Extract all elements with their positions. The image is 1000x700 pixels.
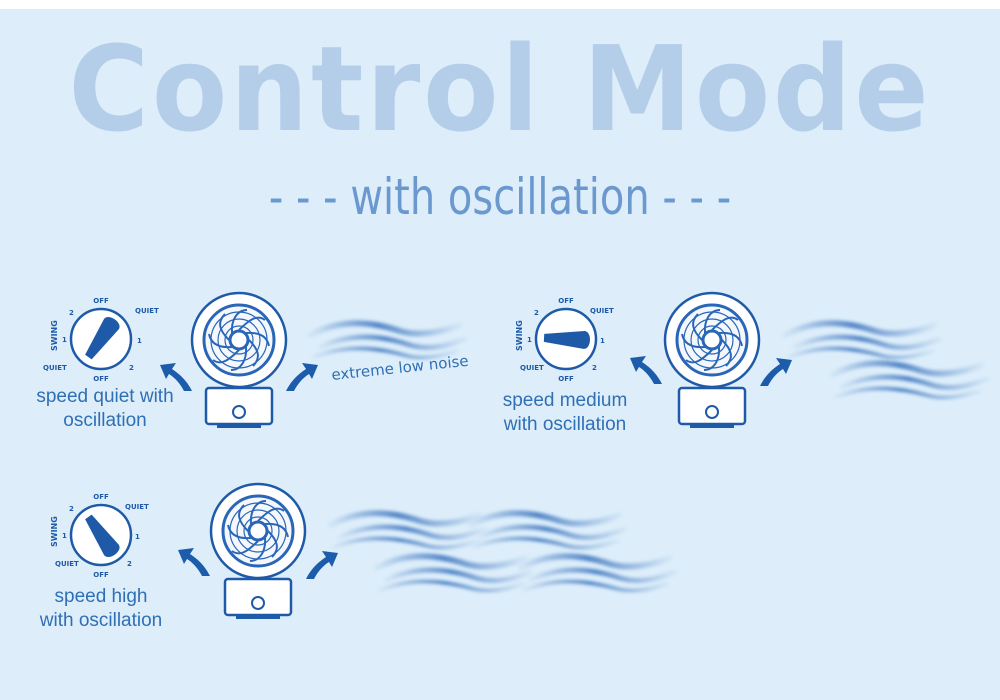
dial-pointer <box>85 317 120 360</box>
dial-label-off-bottom: OFF <box>93 375 109 383</box>
dial-label-1-left: 1 <box>62 336 67 344</box>
wind-streak-icon <box>785 323 940 357</box>
desk-fan-icon <box>209 482 307 621</box>
caption-line: speed medium <box>502 390 628 411</box>
wind-streak-icon <box>310 323 465 357</box>
caption-medium: speed medium with oscillation <box>470 389 660 437</box>
caption-line: with oscillation <box>39 610 163 631</box>
oscillate-right-arrow-icon <box>306 551 338 579</box>
wind-streak-icon <box>520 556 675 590</box>
oscillate-left-arrow-icon <box>178 548 210 576</box>
dial-pointer <box>543 330 590 349</box>
page-title: Control Mode <box>68 20 932 158</box>
speed-dial-quiet: OFF QUIET 2 1 1 2 OFF QUIET SWING <box>43 297 159 383</box>
dial-label-off-bottom: OFF <box>558 375 574 383</box>
desk-fan-icon <box>190 291 288 430</box>
dial-label-2-right: 2 <box>129 364 134 372</box>
dial-label-1-right: 1 <box>137 337 142 345</box>
dial-label-2-left: 2 <box>69 505 74 513</box>
dial-label-off-top: OFF <box>93 493 109 501</box>
speed-dial-medium: OFF QUIET 2 1 1 2 OFF QUIET SWING <box>515 297 614 383</box>
mode-high: OFF QUIET 2 1 1 2 OFF QUIET SWING <box>50 482 675 621</box>
oscillate-left-arrow-icon <box>630 356 662 384</box>
dial-pointer <box>85 514 120 557</box>
page-subtitle: - - - with oscillation - - - <box>268 168 732 226</box>
low-noise-note: extreme low noise <box>331 352 470 384</box>
oscillate-right-arrow-icon <box>760 358 792 386</box>
dial-label-quiet-top: QUIET <box>125 503 149 511</box>
dial-label-2-left: 2 <box>69 309 74 317</box>
dial-label-swing: SWING <box>515 320 524 351</box>
dial-label-2-right: 2 <box>127 560 132 568</box>
dial-label-quiet-bottom: QUIET <box>520 364 544 372</box>
dial-label-swing: SWING <box>50 516 59 547</box>
top-border <box>0 0 1000 9</box>
mode-medium: OFF QUIET 2 1 1 2 OFF QUIET SWING <box>515 291 987 430</box>
dial-label-1-right: 1 <box>135 533 140 541</box>
wind-streak-icon <box>376 556 531 590</box>
dial-label-quiet-bottom: QUIET <box>43 364 67 372</box>
dial-label-1-right: 1 <box>600 337 605 345</box>
caption-quiet: speed quiet with oscillation <box>10 385 200 433</box>
dial-label-swing: SWING <box>50 320 59 351</box>
dial-label-quiet-top: QUIET <box>590 307 614 315</box>
oscillate-right-arrow-icon <box>286 363 318 391</box>
speed-dial-high: OFF QUIET 2 1 1 2 OFF QUIET SWING <box>50 493 149 579</box>
wind-streak-icon <box>330 513 485 547</box>
dial-label-1-left: 1 <box>527 336 532 344</box>
dial-label-off-bottom: OFF <box>93 571 109 579</box>
caption-line: speed quiet with <box>36 386 174 407</box>
caption-line: oscillation <box>63 410 147 431</box>
caption-high: speed high with oscillation <box>6 585 196 633</box>
dial-label-quiet-top: QUIET <box>135 307 159 315</box>
dial-label-2-right: 2 <box>592 364 597 372</box>
caption-line: with oscillation <box>503 414 627 435</box>
dial-label-1-left: 1 <box>62 532 67 540</box>
dial-label-off-top: OFF <box>93 297 109 305</box>
wind-streak-icon <box>832 363 987 397</box>
dial-label-2-left: 2 <box>534 309 539 317</box>
dial-label-off-top: OFF <box>558 297 574 305</box>
wind-streak-icon <box>470 513 625 547</box>
desk-fan-icon <box>663 291 761 430</box>
dial-label-quiet-bottom: QUIET <box>55 560 79 568</box>
caption-line: speed high <box>54 586 148 607</box>
